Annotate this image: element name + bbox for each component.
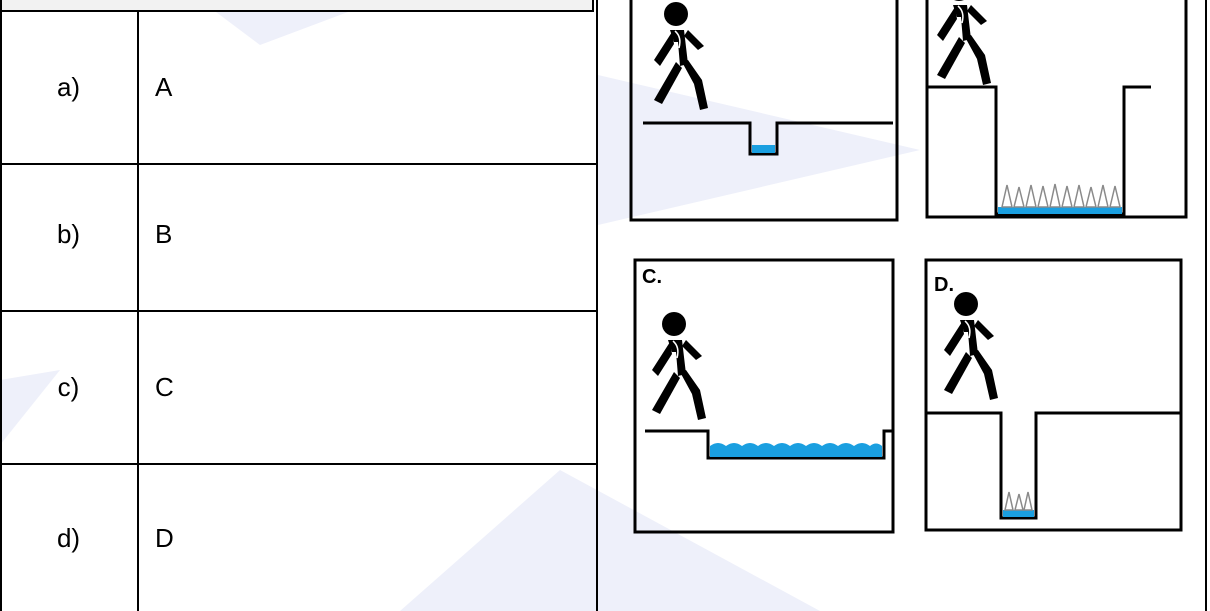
table-border-divider — [596, 0, 598, 611]
scene-c — [635, 260, 893, 532]
scene-a — [631, 0, 897, 220]
table-border-left — [0, 0, 2, 611]
table-border-right — [1205, 0, 1207, 611]
scene-label-d: D. — [934, 274, 954, 297]
scene-label-c: C. — [642, 266, 662, 289]
scene-d — [926, 260, 1181, 530]
scene-b — [927, 0, 1186, 217]
